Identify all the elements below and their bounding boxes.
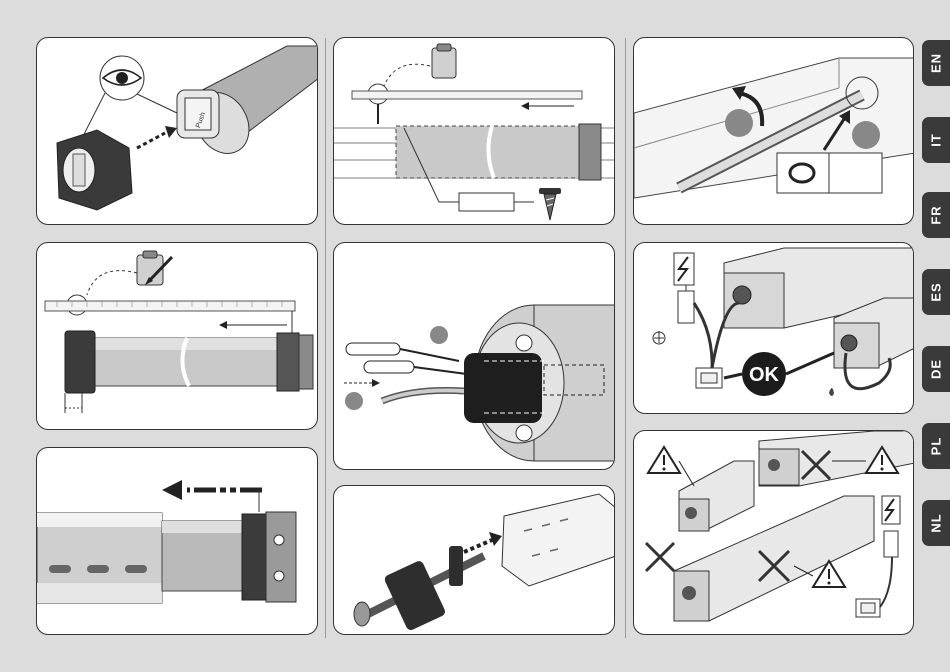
lightning-icon	[882, 496, 900, 524]
adapter-tube-drawing	[334, 486, 615, 635]
panel-cable-removal	[333, 242, 615, 470]
arrow-icon	[521, 102, 574, 110]
panel-warnings	[633, 430, 914, 635]
tab-language-label: ES	[929, 282, 944, 301]
tab-language-label: PL	[929, 437, 944, 456]
tab-language-label: DE	[929, 359, 944, 379]
panel-measure-tube	[36, 242, 318, 430]
tab-language-it[interactable]: IT	[922, 117, 950, 163]
adapter-fitting-drawing: Push	[37, 38, 318, 225]
column-divider-2	[625, 38, 626, 638]
clipboard-icon	[432, 44, 456, 78]
warnings-drawing	[634, 431, 914, 635]
insert-motor-drawing	[37, 448, 318, 635]
tab-language-label: NL	[929, 513, 944, 532]
adapter-ring	[57, 130, 132, 210]
tab-language-label: IT	[929, 133, 944, 147]
ok-badge: OK	[742, 352, 786, 396]
tab-language-pl[interactable]: PL	[922, 423, 950, 469]
arrow-icon	[137, 126, 177, 148]
measure-tube-drawing	[37, 243, 318, 430]
drill-screw-drawing	[334, 38, 615, 225]
panel-box-installation	[633, 37, 914, 225]
tab-language-es[interactable]: ES	[922, 269, 950, 315]
socket-icon	[856, 599, 880, 617]
screwdriver-icon	[346, 343, 459, 361]
tab-language-nl[interactable]: NL	[922, 500, 950, 546]
column-divider-1	[325, 38, 326, 638]
panel-insert-motor	[36, 447, 318, 635]
arrow-icon	[162, 480, 262, 500]
panel-adapter-fitting: Push	[36, 37, 318, 225]
wiring-ok-drawing: OK	[634, 243, 914, 414]
ok-label: OK	[749, 364, 780, 386]
tab-language-en[interactable]: EN	[922, 40, 950, 86]
cross-icon	[646, 543, 674, 571]
arrow-icon	[464, 532, 502, 552]
tab-language-de[interactable]: DE	[922, 346, 950, 392]
tab-language-label: EN	[929, 53, 944, 73]
panel-adapter-tube	[333, 485, 615, 635]
arrow-icon	[344, 379, 380, 387]
panel-wiring-ok: OK	[633, 242, 914, 414]
eye-icon	[100, 56, 144, 100]
lightning-icon	[674, 253, 694, 285]
arrow-icon	[219, 321, 287, 329]
motor-head: Push	[177, 90, 219, 138]
screw-icon	[539, 188, 561, 220]
box-installation-drawing	[634, 38, 914, 225]
tab-language-label: FR	[929, 205, 944, 224]
panel-drill-screw	[333, 37, 615, 225]
tab-language-fr[interactable]: FR	[922, 192, 950, 238]
screwdriver-icon	[364, 361, 474, 375]
socket-icon	[696, 368, 722, 388]
cable-removal-drawing	[334, 243, 615, 470]
warning-icon	[648, 447, 680, 473]
